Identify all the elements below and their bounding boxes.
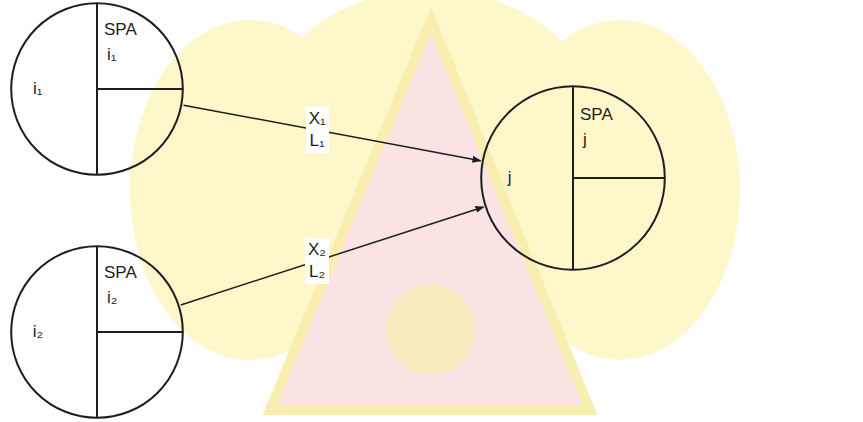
flow-arrow bbox=[184, 105, 481, 161]
quadrant-region: SPA i₁ bbox=[97, 2, 184, 89]
quadrant-region: SPA j bbox=[573, 85, 666, 178]
split-circle: i₁ SPA i₁ bbox=[10, 2, 184, 176]
split-circle: i₂ SPA i₂ bbox=[10, 245, 184, 419]
quadrant-heading: SPA bbox=[104, 20, 137, 40]
quadrant-heading: SPA bbox=[580, 105, 613, 125]
quadrant-label: j bbox=[583, 130, 587, 150]
watermark-emblem bbox=[386, 285, 476, 375]
edge-label: X₂ L₂ bbox=[305, 238, 329, 284]
circle-label: j bbox=[508, 168, 512, 188]
quadrant-label: i₁ bbox=[107, 45, 117, 65]
quadrant-region: SPA i₂ bbox=[97, 245, 184, 332]
watermark-triangle bbox=[270, 20, 590, 410]
flow-arrow bbox=[181, 207, 484, 305]
quadrant-heading: SPA bbox=[104, 263, 137, 283]
quadrant-label: i₂ bbox=[107, 288, 117, 308]
split-circle: j SPA j bbox=[480, 85, 666, 271]
circle-label: i₁ bbox=[33, 79, 43, 99]
edge-label: X₁ L₁ bbox=[306, 107, 329, 153]
circle-label: i₂ bbox=[33, 322, 43, 342]
